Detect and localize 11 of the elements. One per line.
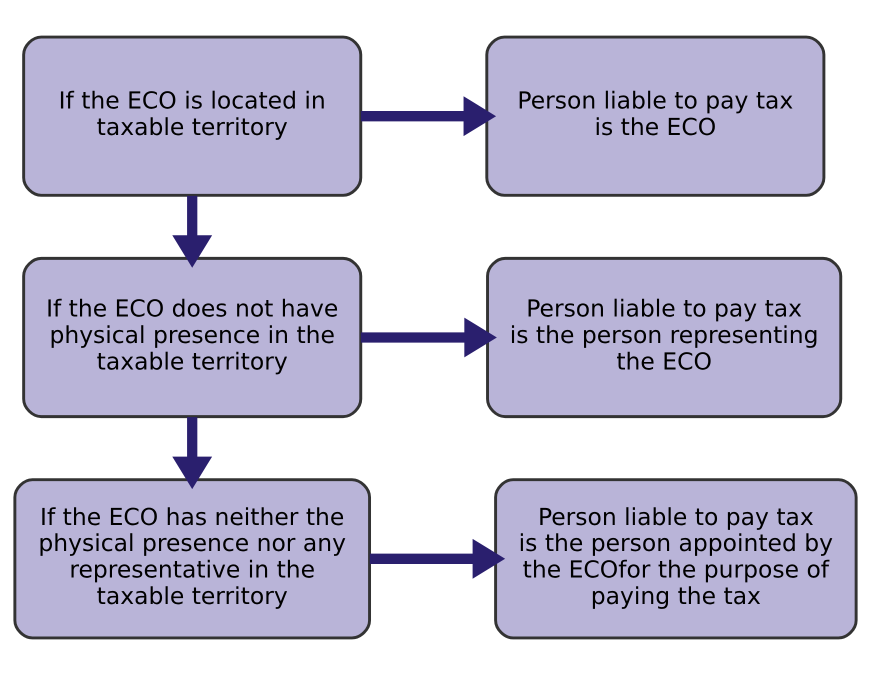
arrow <box>369 538 505 579</box>
node-box: If the ECO does not have physical presence in the taxable territory <box>22 256 362 418</box>
arrow <box>360 318 496 358</box>
arrow <box>172 417 212 490</box>
node-box: If the ECO is located in taxable territory <box>22 36 362 197</box>
arrow <box>360 96 496 136</box>
node-box: If the ECO has neither the physical presence nor any representative in the taxable territory <box>12 478 370 640</box>
arrow <box>172 196 212 268</box>
node-box: Person liable to pay tax is the person representing the ECO <box>486 256 842 418</box>
node-box: Person liable to pay tax is the person appointed by the ECOfor the purpose of paying the tax <box>494 478 858 640</box>
node-box: Person liable to pay tax is the ECO <box>484 36 825 197</box>
